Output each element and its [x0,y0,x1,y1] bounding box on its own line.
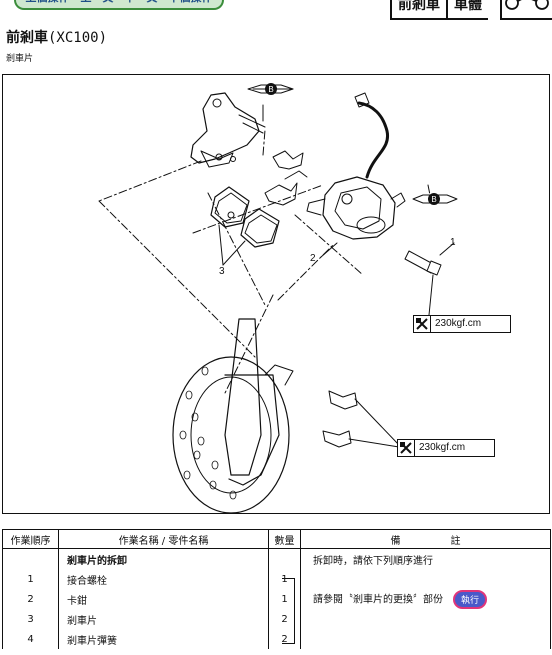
col-order: 作業順序 [2,529,59,549]
exploded-diagram: B B 1 2 3 230kgf.cm 230kgf.cm [2,74,550,514]
col-qty: 數量 [268,529,301,549]
page-subtitle: 剎車片 [6,54,34,64]
model-code: (XC100) [48,30,108,46]
torque-wrench-icon [414,316,431,332]
torque-spec-1: 230kgf.cm [413,315,511,333]
col-remark: 備 註 [300,529,551,549]
row-name: 剎車片彈簧 [58,629,269,649]
procedure-table: 作業順序 作業名稱 / 零件名稱 數量 備 註 剎車片的拆卸 拆卸時，請依下列順… [2,529,551,649]
execute-button[interactable]: 執行 [453,589,488,609]
torque-spec-2: 230kgf.cm [397,439,495,457]
svg-text:B: B [431,195,436,204]
table-row: 4 剎車片彈簧 2 [2,629,551,649]
row-qty [268,548,301,569]
row-remark: 拆卸時，請依下列順序進行 [300,548,551,569]
row-order: 1 [2,569,59,589]
motorcycle-icon [500,0,552,20]
grease-b-icon-2: B [428,193,440,205]
torque-value-1: 230kgf.cm [435,318,482,329]
row-order [2,548,59,569]
row-remark [300,629,551,649]
row-order: 4 [2,629,59,649]
row-name: 卡鉗 [58,589,269,609]
row-name: 接合螺栓 [58,569,269,589]
callout-1: 1 [450,237,456,248]
table-row: 剎車片的拆卸 拆卸時，請依下列順序進行 [2,548,551,569]
qty-bracket [282,578,295,644]
svg-text:B: B [268,85,273,94]
chassis-label: 車體 [446,0,488,20]
section-label: 前剎車 [390,0,446,20]
top-navigation-button[interactable]: 上個操作 上一頁 下一頁 下個操作 [14,0,224,10]
callout-3: 3 [219,266,225,277]
row-remark [300,609,551,629]
col-name: 作業名稱 / 零件名稱 [58,529,269,549]
table-row: 1 接合螺栓 1 [2,569,551,589]
row-name: 剎車片的拆卸 [58,548,269,569]
grease-b-icon: B [265,83,277,95]
row-remark: 請參閱〝剎車片的更換〞部份執行 [300,589,551,609]
page-title-text: 前剎車 [6,30,48,46]
row-order: 3 [2,609,59,629]
remark-text: 請參閱〝剎車片的更換〞部份 [313,594,443,605]
page-title: 前剎車(XC100) [6,27,107,47]
row-remark [300,569,551,589]
table-row: 3 剎車片 2 [2,609,551,629]
table-header-row: 作業順序 作業名稱 / 零件名稱 數量 備 註 [2,529,551,549]
torque-value-2: 230kgf.cm [419,442,466,453]
callout-2: 2 [310,253,316,264]
row-order: 2 [2,589,59,609]
torque-wrench-icon-2 [398,440,415,456]
row-name: 剎車片 [58,609,269,629]
table-row: 2 卡鉗 1 請參閱〝剎車片的更換〞部份執行 [2,589,551,609]
